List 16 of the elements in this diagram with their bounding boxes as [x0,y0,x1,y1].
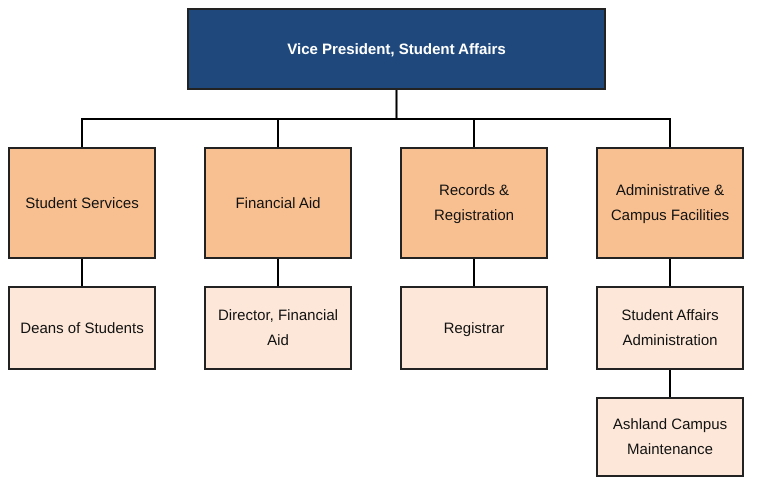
connector-line [669,370,671,397]
department-box: Records & Registration [400,147,548,259]
connector-line [669,259,671,286]
department-box: Financial Aid [204,147,352,259]
unit-box: Registrar [400,286,548,370]
unit-box: Ashland Campus Maintenance [596,397,744,477]
connector-line [277,259,279,286]
department-box: Student Services [8,147,156,259]
connector-line [396,90,671,147]
connector-line [81,259,83,286]
unit-box: Deans of Students [8,286,156,370]
unit-box: Director, Financial Aid [204,286,352,370]
department-box: Administrative & Campus Facilities [596,147,744,259]
unit-box: Student Affairs Administration [596,286,744,370]
connector-line [473,259,475,286]
executive-box: Vice President, Student Affairs [187,8,606,90]
